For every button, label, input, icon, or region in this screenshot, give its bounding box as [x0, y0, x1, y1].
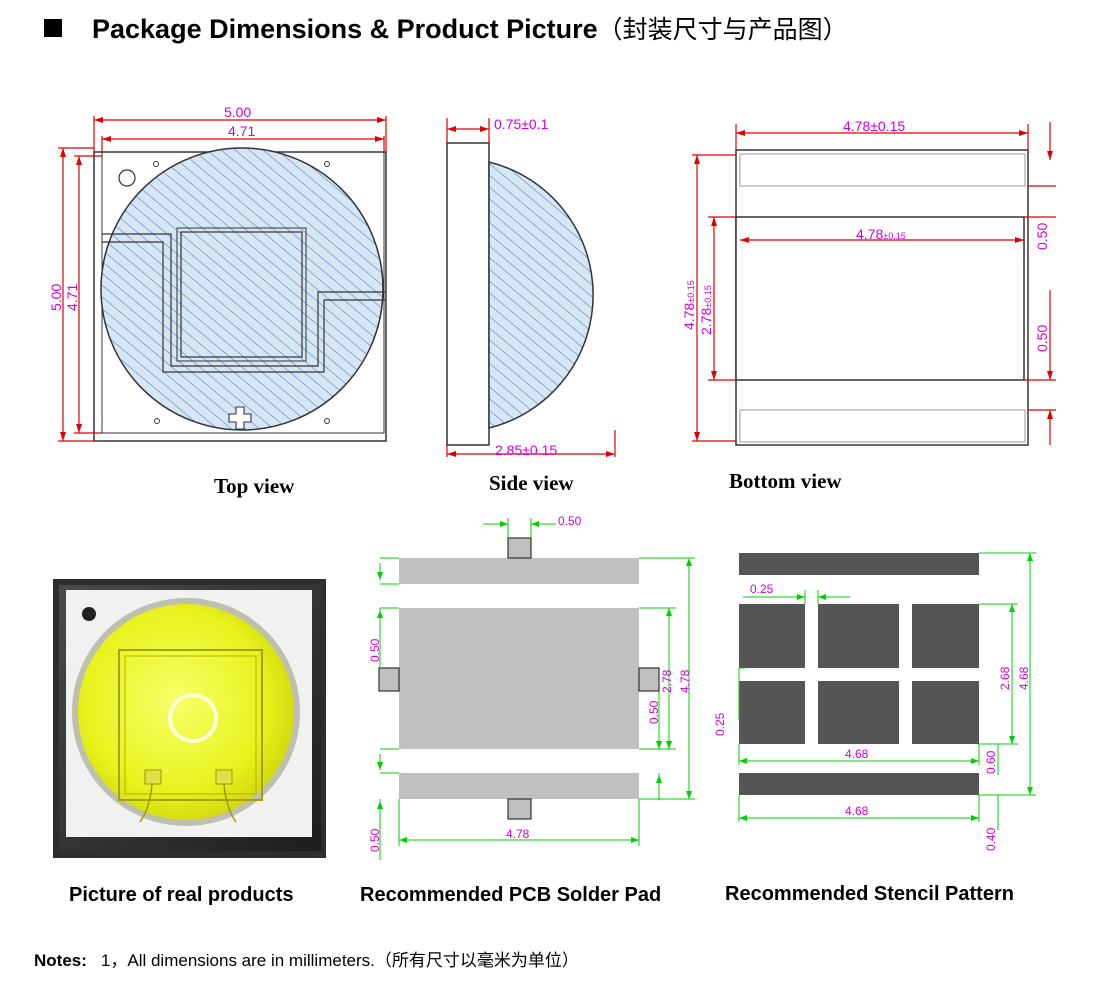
stencil-dim-inner: 2.68 — [998, 666, 1012, 690]
top-dim-width-inner: 4.71 — [228, 123, 255, 139]
stencil-dim-width-inner: 4.68 — [845, 747, 869, 761]
bottom-dim-gap-bottom: 0.50 — [1034, 325, 1050, 352]
bottom-dim-inner-height: 2.78±0.15 — [698, 285, 714, 335]
notes-label: Notes: — [34, 951, 87, 970]
pcb-dim-tab: 0.50 — [558, 514, 582, 528]
pcb-dim-mid: 0.50 — [647, 700, 661, 724]
side-dim-total: 2.85±0.15 — [495, 442, 557, 458]
real-product-photo — [53, 579, 326, 858]
stencil-drawing: 0.25 0.25 2.68 4.68 4.68 0.60 4.68 0.40 — [713, 552, 1036, 851]
square-bullet-icon — [44, 19, 62, 37]
bottom-dim-top: 4.78±0.15 — [843, 118, 905, 134]
stencil-dim-gap: 0.25 — [750, 582, 774, 596]
side-view-drawing: 0.75±0.1 2.85±0.15 — [446, 116, 616, 458]
top-dim-width-outer: 5.00 — [224, 104, 251, 120]
bottom-dim-inner-width: 4.78±0.15 — [856, 226, 906, 242]
pcb-dim-outer: 4.78 — [678, 669, 692, 693]
notes-item: 1，All dimensions are in millimeters. — [100, 951, 375, 970]
pcb-pad-caption: Recommended PCB Solder Pad — [360, 884, 662, 906]
side-view-caption: Side view — [489, 471, 574, 495]
notes-item-cn: （所有尺寸以毫米为单位） — [374, 951, 579, 970]
notes: Notes: 1，All dimensions are in millimeter… — [34, 946, 579, 971]
side-dim-base: 0.75±0.1 — [494, 116, 549, 132]
stencil-dim-mid: 0.60 — [984, 750, 998, 774]
top-view-caption: Top view — [214, 474, 295, 498]
stencil-caption: Recommended Stencil Pattern — [725, 883, 1014, 905]
pcb-dim-left: 0.50 — [368, 638, 382, 662]
bottom-view-drawing: 4.78±0.15 4.78±0.15 4.78±0.15 2.78±0.15 … — [681, 118, 1056, 446]
title-text: Package Dimensions & Product Picture — [92, 14, 598, 44]
pcb-dim-inner: 2.78 — [660, 669, 674, 693]
bottom-view-caption: Bottom view — [729, 469, 842, 493]
stencil-dim-bottom: 0.40 — [984, 827, 998, 851]
bottom-dim-height: 4.78±0.15 — [681, 280, 697, 330]
stencil-dim-width-outer: 4.68 — [845, 804, 869, 818]
title-text-cn: （封装尺寸与产品图） — [597, 15, 848, 44]
stencil-dim-left: 0.25 — [713, 712, 727, 736]
pcb-dim-width: 4.78 — [506, 827, 530, 841]
top-dim-height-outer: 5.00 — [48, 284, 64, 311]
bottom-dim-gap-top: 0.50 — [1034, 223, 1050, 250]
real-product-caption: Picture of real products — [69, 884, 294, 906]
top-view-drawing: 5.00 4.71 5.00 4.71 — [48, 104, 387, 442]
pcb-pad-drawing: 0.50 0.50 2.78 4.78 0.50 0.50 4.78 — [368, 514, 695, 860]
top-dim-height-inner: 4.71 — [64, 284, 80, 311]
page-title: Package Dimensions & Product Picture（封装尺… — [44, 10, 848, 46]
pcb-dim-bottom-left: 0.50 — [368, 828, 382, 852]
stencil-dim-outer: 4.68 — [1017, 666, 1031, 690]
